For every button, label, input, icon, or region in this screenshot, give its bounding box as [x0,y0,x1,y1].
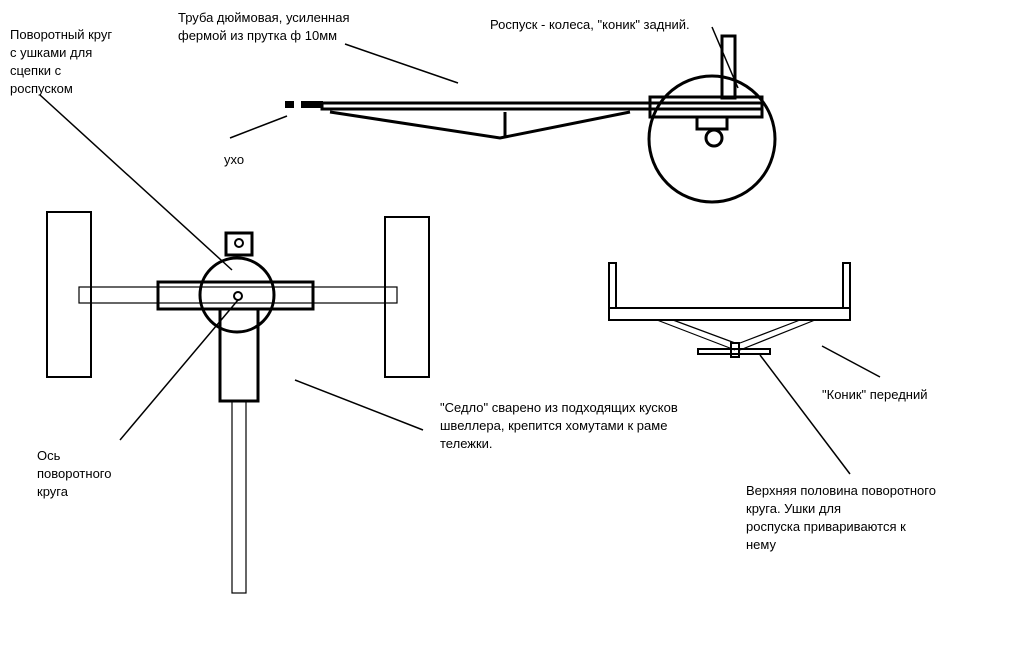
leader-upper-half [759,354,851,475]
hub [704,128,724,148]
saddle-beam [156,280,315,311]
leader-front-konik [821,345,881,378]
konik-left-post [608,262,617,309]
label-upper-half: Верхняя половина поворотного круга. Ушки… [746,482,936,554]
lug-hole [234,238,244,248]
axle-beam [78,286,398,304]
leader-axis [119,299,239,441]
ear-block [285,101,294,108]
label-axis: Ось поворотного круга [37,447,111,501]
left-wheel [46,211,92,378]
label-line: фермой из прутка ф 10мм [178,28,338,43]
leaders [39,26,881,475]
label-saddle: "Седло" сварено из подходящих кусков шве… [440,399,678,453]
hub-block [695,115,729,131]
konik-right-post [842,262,851,309]
front-konik-view [608,262,851,358]
leader-trailer [711,26,739,89]
label-front-konik: "Коник" передний [822,386,928,404]
label-line: Ось [37,448,61,463]
label-line: тележки. [440,436,493,451]
label-trailer: Роспуск - колеса, "коник" задний. [490,16,690,34]
side-view [285,34,777,204]
label-line: "Коник" передний [822,387,928,402]
konik-plate [697,348,771,355]
label-line: с ушками для [10,45,93,60]
label-line: роспуска привариваются к [746,519,906,534]
ear-tube [301,101,323,108]
drawbar-top [231,400,247,594]
konik-struts [656,319,816,351]
label-rotary-circle: Поворотный круг с ушками для сцепки с ро… [10,26,112,98]
bunk-rear [648,95,764,119]
label-line: круга. Ушки для [746,501,842,516]
trailer-wheel [647,74,777,204]
leader-rotary [39,94,233,271]
label-line: Поворотный круг [10,27,113,42]
konik-pin [730,342,740,358]
label-line: "Седло" сварено из подходящих кусков [440,400,678,415]
leader-ear [229,115,288,139]
bunk-stake [720,34,737,100]
label-line: сцепки с [10,63,62,78]
right-wheel [384,216,430,378]
label-line: нему [746,537,776,552]
drawbar-mount [218,307,260,403]
label-line: ухо [224,152,245,167]
leader-saddle [294,379,424,431]
label-ear: ухо [224,151,244,169]
label-line: круга [37,484,68,499]
circle-lug [224,231,254,257]
leader-pipe [344,43,459,84]
label-line: Верхняя половина поворотного [746,483,936,498]
drawbar-pipe [320,101,764,111]
rotary-circle [198,256,276,334]
truss-rod [329,110,631,140]
label-line: швеллера, крепится хомутами к раме [440,418,668,433]
konik-bar [608,307,851,321]
label-pipe: Труба дюймовая, усиленная фермой из прут… [178,9,350,45]
top-view [46,211,430,594]
label-line: поворотного [37,466,112,481]
label-line: Роспуск - колеса, "коник" задний. [490,17,690,32]
pivot-pin [233,291,243,301]
label-line: роспуском [10,81,73,96]
label-line: Труба дюймовая, усиленная [178,10,350,25]
